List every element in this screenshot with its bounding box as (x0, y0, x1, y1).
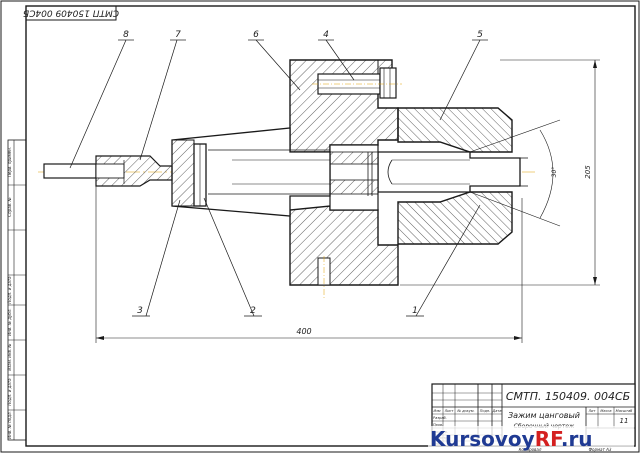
dim-length: 400 (95, 186, 523, 343)
side-stamp-1: Справ. № (7, 197, 12, 216)
side-stamp-6: Инв. № подл. (7, 411, 12, 439)
side-stamp-area: Перв. примен. Справ. № Подп. и дата Инв.… (7, 139, 27, 441)
side-stamp-3: Инв. № дубл. (7, 308, 12, 335)
rotated-code-text: СМТП 150409 004СБ (23, 8, 119, 18)
tb-right-0: Лит (588, 409, 597, 413)
tb-row-0: Разраб. (433, 416, 447, 420)
svg-text:KursovoyRF.ru: KursovoyRF.ru (430, 427, 593, 451)
collet-part-1 (377, 151, 528, 193)
callout-label-4: 4 (323, 30, 329, 40)
rotated-code-box: СМТП 150409 004СБ (23, 5, 119, 21)
tb-right-2: Масштаб (616, 409, 633, 413)
callout-label-3: 3 (137, 306, 143, 316)
tb-col-2: № докум. (456, 409, 474, 413)
callout-1: 1 (406, 204, 481, 317)
callout-7: 7 (139, 30, 186, 161)
callout-3: 3 (132, 199, 181, 317)
callout-label-8: 8 (123, 30, 129, 40)
sleeve-inner (329, 144, 379, 211)
tb-name: Зажим цанговый (508, 411, 580, 420)
callout-8: 8 (69, 30, 134, 169)
nut-part-5 (397, 107, 513, 245)
callout-4: 4 (318, 30, 355, 81)
callout-label-6: 6 (253, 30, 259, 40)
dim-height: 205 (400, 59, 600, 286)
callout-2: 2 (203, 197, 262, 317)
shank-part-7 (171, 127, 331, 217)
watermark-logo: KursovoyRF.ru (428, 426, 634, 451)
tb-right-1: Масса (600, 409, 611, 413)
callout-6: 6 (248, 30, 301, 91)
tb-sheet-number: 11 (620, 417, 629, 425)
tb-col-4: Дата (491, 409, 501, 413)
dim-angle-label: 30° (551, 167, 558, 178)
side-stamp-2: Подп. и дата (7, 276, 12, 304)
dim-height-label: 205 (584, 165, 592, 179)
side-stamp-4: Взам. инв. № (7, 343, 12, 370)
watermark-part-3: .ru (561, 427, 593, 451)
watermark-part-1: Kursovoy (430, 427, 535, 451)
tb-col-3: Подп. (480, 409, 491, 413)
footer-format: Формат А3 (589, 447, 612, 452)
tb-col-1: Лист (444, 409, 455, 413)
watermark-part-2: RF (535, 427, 562, 451)
callout-label-2: 2 (250, 306, 256, 316)
dim-angle: 30° (469, 119, 561, 227)
callout-label-5: 5 (477, 30, 483, 40)
dim-length-label: 400 (296, 327, 311, 336)
rod-part-8 (43, 155, 173, 187)
side-stamp-0: Перв. примен. (7, 147, 12, 177)
tb-row-1: Пров. (433, 423, 443, 427)
ring-part-2 (193, 143, 207, 207)
screw-part-4 (312, 67, 402, 99)
callout-label-1: 1 (412, 306, 418, 316)
footer-copy: Копировал (519, 447, 542, 452)
callout-5: 5 (439, 30, 488, 121)
tb-designation: СМТП. 150409. 004СБ (506, 390, 630, 403)
side-stamp-5: Подп. и дата (7, 378, 12, 406)
tb-col-0: Изм (433, 409, 440, 413)
callout-label-7: 7 (175, 30, 181, 40)
